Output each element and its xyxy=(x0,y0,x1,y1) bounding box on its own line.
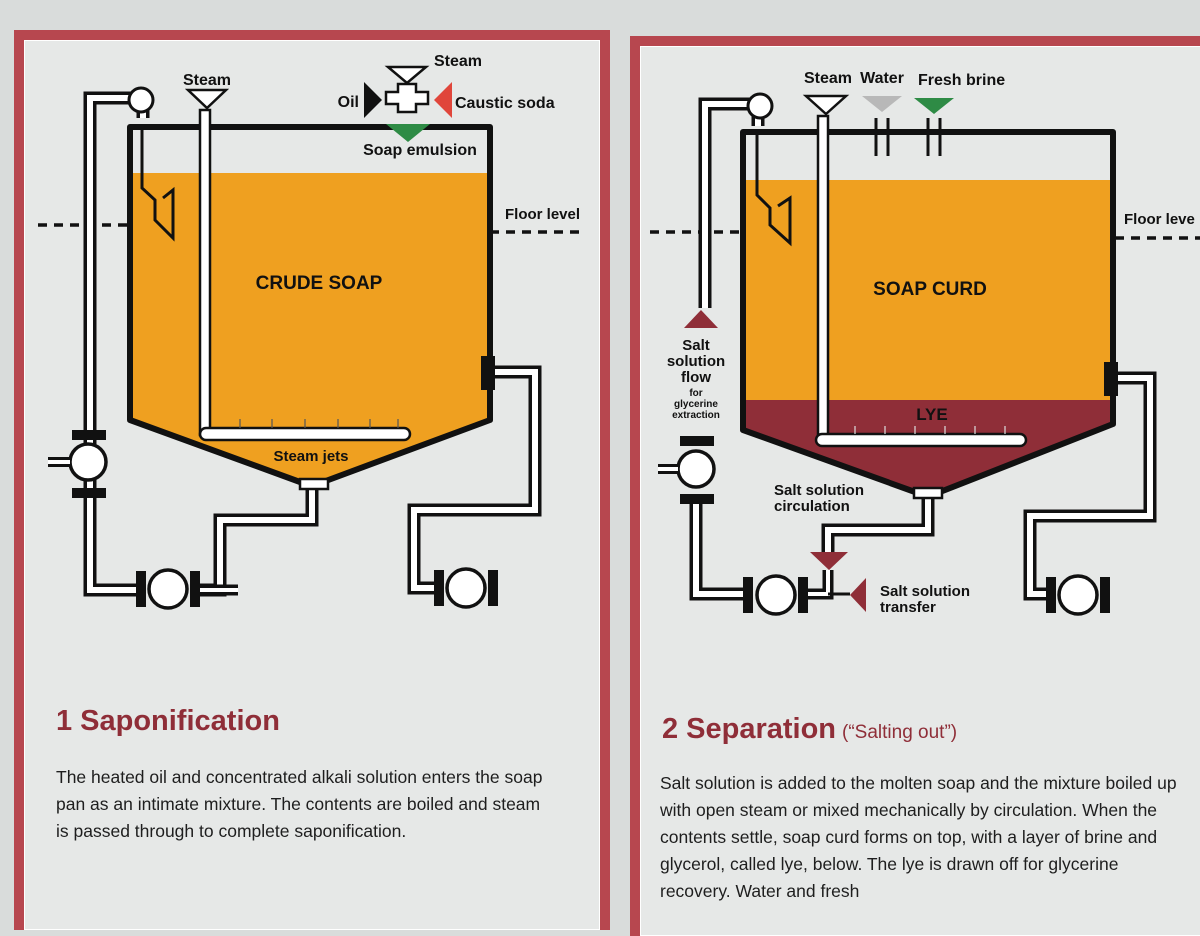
salt-solution-flow-label: Salt xyxy=(682,337,710,354)
lye-label: LYE xyxy=(916,405,948,424)
oil-label: Oil xyxy=(338,94,359,111)
triangle-valve-icon xyxy=(862,96,902,112)
side-outlet-flange xyxy=(481,356,495,390)
flange-icon xyxy=(798,577,808,613)
salt-solution-flow-label: solution xyxy=(667,353,725,370)
process-diagram: Steam Steam Oil Caustic soda Soap emulsi… xyxy=(38,53,1200,616)
flange-icon xyxy=(488,570,498,606)
salt-solution-flow-note: for xyxy=(689,388,702,399)
flange-icon xyxy=(1100,577,1110,613)
crude-soap-label: CRUDE SOAP xyxy=(256,273,383,294)
inlet-arrow-icon xyxy=(684,310,718,328)
steam-jet-icon xyxy=(854,426,1006,434)
pump-icon xyxy=(68,442,108,482)
soap-curd-label: SOAP CURD xyxy=(873,279,987,300)
triangle-valve-icon xyxy=(810,552,848,570)
step-title: Separation xyxy=(686,713,837,745)
flange-icon xyxy=(1046,577,1056,613)
step-subtitle: (“Salting out”) xyxy=(842,722,958,743)
salt-solution-flow-label: flow xyxy=(681,369,711,386)
triangle-valve-icon xyxy=(384,65,430,85)
step-title: Saponification xyxy=(80,705,280,737)
triangle-valve-icon xyxy=(802,94,850,116)
pump-icon xyxy=(147,568,189,610)
flange-icon xyxy=(680,494,714,504)
saponification-diagram: Steam Steam Oil Caustic soda Soap emulsi… xyxy=(38,53,586,610)
side-outlet-pipe-inner xyxy=(411,369,538,591)
steam-jet-icon xyxy=(239,419,399,428)
flange-icon xyxy=(136,571,146,607)
overflow-funnel xyxy=(140,125,175,242)
steam-jet-pipe xyxy=(198,426,412,442)
outlet-flange xyxy=(912,486,944,500)
pump-icon xyxy=(445,567,487,609)
step-number: 1 xyxy=(56,705,73,737)
salt-solution-transfer-label: Salt solution xyxy=(880,583,970,600)
step-number: 2 xyxy=(662,713,679,745)
saponification-description: The heated oil and concentrated alkali s… xyxy=(56,767,543,841)
gauge-icon xyxy=(746,92,774,120)
separation-diagram: Steam Water Fresh brine Floor leve SOAP … xyxy=(650,70,1200,616)
gauge-icon xyxy=(127,86,155,114)
soap-emulsion-label: Soap emulsion xyxy=(363,142,477,159)
soap-curd-fill xyxy=(746,180,1110,400)
steam-pipe xyxy=(816,114,830,443)
salt-solution-flow-note: glycerine xyxy=(674,399,718,410)
steam-label: Steam xyxy=(804,70,852,87)
outlet-pipe-inner xyxy=(825,494,931,560)
recirculation-pipe xyxy=(689,500,748,601)
outlet-flange xyxy=(298,477,330,491)
salt-solution-flow-note: extraction xyxy=(672,410,720,421)
floor-level-label: Floor level xyxy=(505,206,580,223)
pump-icon xyxy=(755,574,797,616)
inlet-arrow-icon xyxy=(850,578,866,612)
overflow-funnel xyxy=(755,132,792,247)
caustic-soda-label: Caustic soda xyxy=(455,95,555,112)
recirculation-pipe-inner xyxy=(693,500,748,597)
water-label: Water xyxy=(860,70,904,87)
transfer-pipe xyxy=(808,570,834,600)
inlet-arrow-icon xyxy=(434,82,452,118)
floor-level-label: Floor leve xyxy=(1124,211,1195,228)
flange-icon xyxy=(190,571,200,607)
salt-solution-circulation-label: Salt solution xyxy=(774,482,864,499)
steam-label: Steam xyxy=(183,72,231,89)
steam-jets-label: Steam jets xyxy=(273,448,348,465)
outlet-pipe-inner xyxy=(190,484,315,593)
steam-label: Steam xyxy=(434,53,482,70)
outlet-pipe xyxy=(190,484,319,597)
fresh-brine-label: Fresh brine xyxy=(918,72,1005,89)
pump-icon xyxy=(676,449,716,489)
crude-soap-fill xyxy=(133,173,487,480)
side-outlet-flange xyxy=(1104,362,1118,396)
triangle-valve-icon xyxy=(914,98,954,114)
flange-icon xyxy=(434,570,444,606)
pump-icon xyxy=(1057,574,1099,616)
water-inlet-pipe xyxy=(874,118,942,156)
salt-solution-circulation-label: circulation xyxy=(774,498,850,515)
side-outlet-pipe-inner xyxy=(1027,375,1153,597)
inlet-arrow-icon xyxy=(364,82,382,118)
inlet-arrow-icon xyxy=(386,124,430,142)
steam-pipe xyxy=(198,108,212,437)
separation-description: Salt solution is added to the molten soa… xyxy=(660,773,1177,901)
flange-icon xyxy=(72,430,106,440)
flange-icon xyxy=(743,577,753,613)
steam-jet-pipe xyxy=(814,432,1028,448)
flange-icon xyxy=(72,488,106,498)
mixing-injector xyxy=(384,82,430,114)
triangle-valve-icon xyxy=(184,88,230,110)
salt-solution-transfer-label: transfer xyxy=(880,599,936,616)
flange-icon xyxy=(680,436,714,446)
